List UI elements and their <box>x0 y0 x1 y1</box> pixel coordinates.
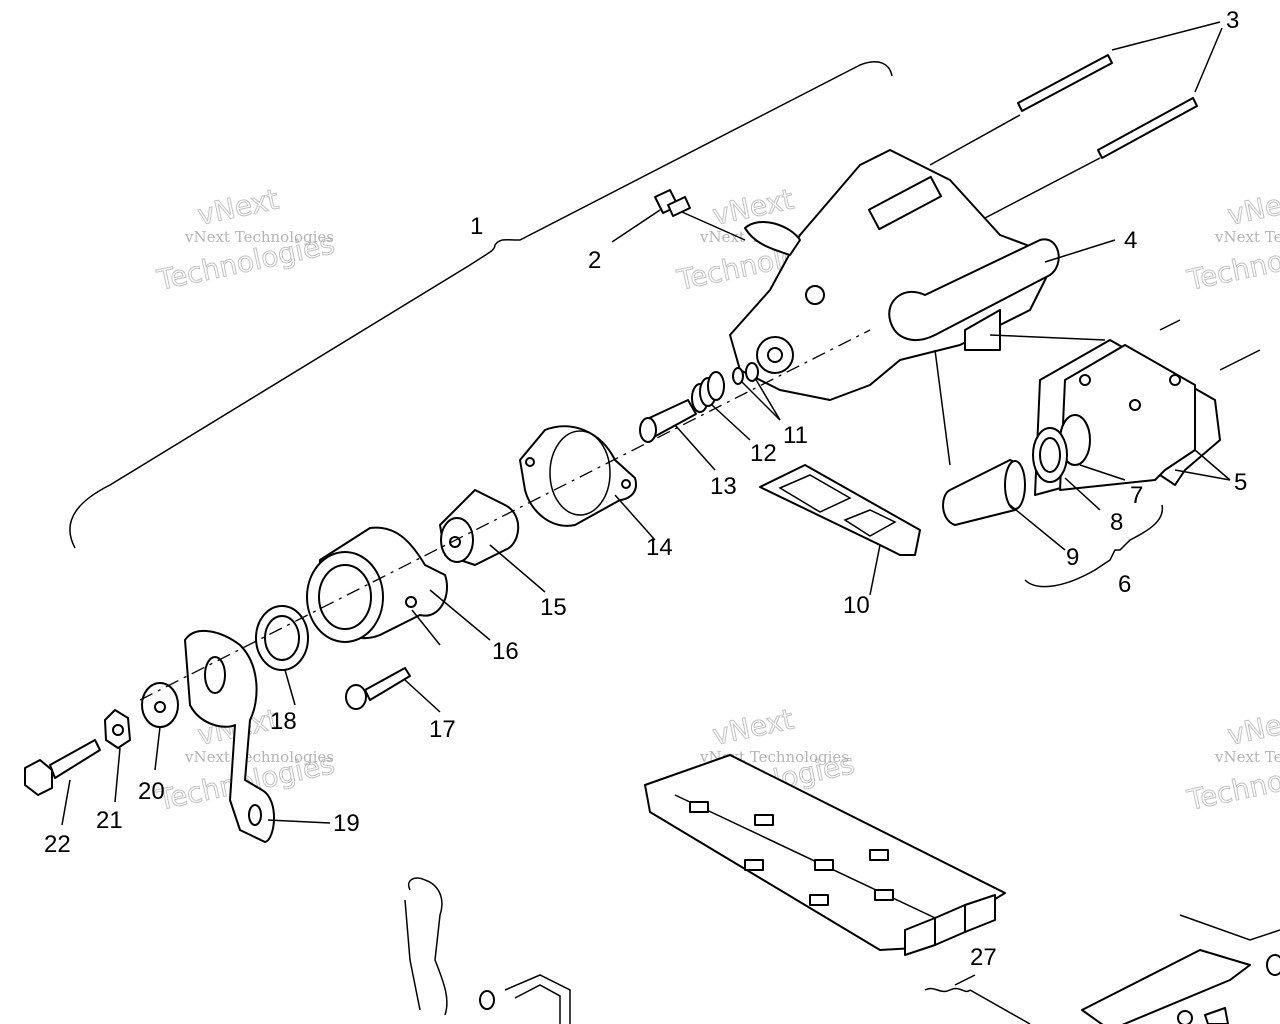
callout-17: 17 <box>429 716 456 743</box>
caliper-body <box>729 149 1060 401</box>
callout-27: 27 <box>970 944 997 971</box>
actuator-housing <box>306 526 448 643</box>
brake-pads <box>1034 319 1261 496</box>
watermark-vnext-technologies: vNext Technologies <box>1214 228 1280 246</box>
watermark-vnext: vNext <box>195 183 282 232</box>
lower-right-footrest <box>1081 914 1280 1024</box>
watermark-mid-right: vNext vNext Technologies Technologies <box>1183 702 1280 817</box>
pad-centerline <box>934 349 951 466</box>
watermark-vnext: vNext <box>1225 183 1280 232</box>
cap-screw <box>345 667 411 710</box>
watermark-vnext: vNext <box>710 703 797 752</box>
watermark-vnext-technologies: vNext Technologies <box>184 228 334 246</box>
watermark-vnext-technologies: vNext Technologies <box>184 748 334 766</box>
footrest-plate <box>644 754 1006 956</box>
callout-13: 13 <box>710 473 737 500</box>
guide-pins <box>929 54 1198 219</box>
callout-5: 5 <box>1234 469 1247 496</box>
pad-shim <box>759 464 921 556</box>
callout-15: 15 <box>540 594 567 621</box>
callout-16: 16 <box>492 638 519 665</box>
callout-labels: 1 2 3 4 5 6 7 8 9 10 11 12 13 14 15 16 1… <box>44 7 1247 971</box>
callout-2: 2 <box>588 247 601 274</box>
callout-9: 9 <box>1066 544 1079 571</box>
piston-assembly <box>942 414 1164 588</box>
watermark-vnext: vNext <box>1225 703 1280 752</box>
small-seals <box>732 362 759 385</box>
callout-6: 6 <box>1118 571 1131 598</box>
callout-10: 10 <box>843 592 870 619</box>
callout-20: 20 <box>138 778 165 805</box>
callout-4: 4 <box>1124 227 1137 254</box>
hex-nut <box>104 709 131 749</box>
bleeder-screw <box>654 189 746 241</box>
callout-19: 19 <box>333 810 360 837</box>
watermark-top-left: vNext vNext Technologies Technologies <box>153 182 338 297</box>
callout-14: 14 <box>646 534 673 561</box>
retaining-ring <box>255 605 309 671</box>
leader-lines <box>61 21 1231 986</box>
watermark-vnext-technologies: vNext Technologies <box>1214 748 1280 766</box>
callout-1: 1 <box>470 213 483 240</box>
assembly-centerline <box>139 329 871 701</box>
gasket <box>519 425 637 527</box>
callout-7: 7 <box>1130 482 1143 509</box>
callout-18: 18 <box>270 708 297 735</box>
lower-left-linkage <box>404 877 571 1024</box>
lever-bracket <box>184 629 275 843</box>
assembly-bracket <box>69 61 893 549</box>
callout-22: 22 <box>44 831 71 858</box>
watermark-top-right: vNext vNext Technologies Technologies <box>1183 182 1280 297</box>
return-spring <box>691 371 725 413</box>
pedal-spring <box>924 987 1031 1024</box>
callout-21: 21 <box>96 807 123 834</box>
callout-8: 8 <box>1110 509 1123 536</box>
callout-3: 3 <box>1226 7 1239 34</box>
hex-bolt <box>24 739 101 796</box>
callout-12: 12 <box>750 440 777 467</box>
callout-11: 11 <box>783 422 808 449</box>
pushrod <box>639 399 697 443</box>
pad-guide-line <box>989 334 1106 341</box>
